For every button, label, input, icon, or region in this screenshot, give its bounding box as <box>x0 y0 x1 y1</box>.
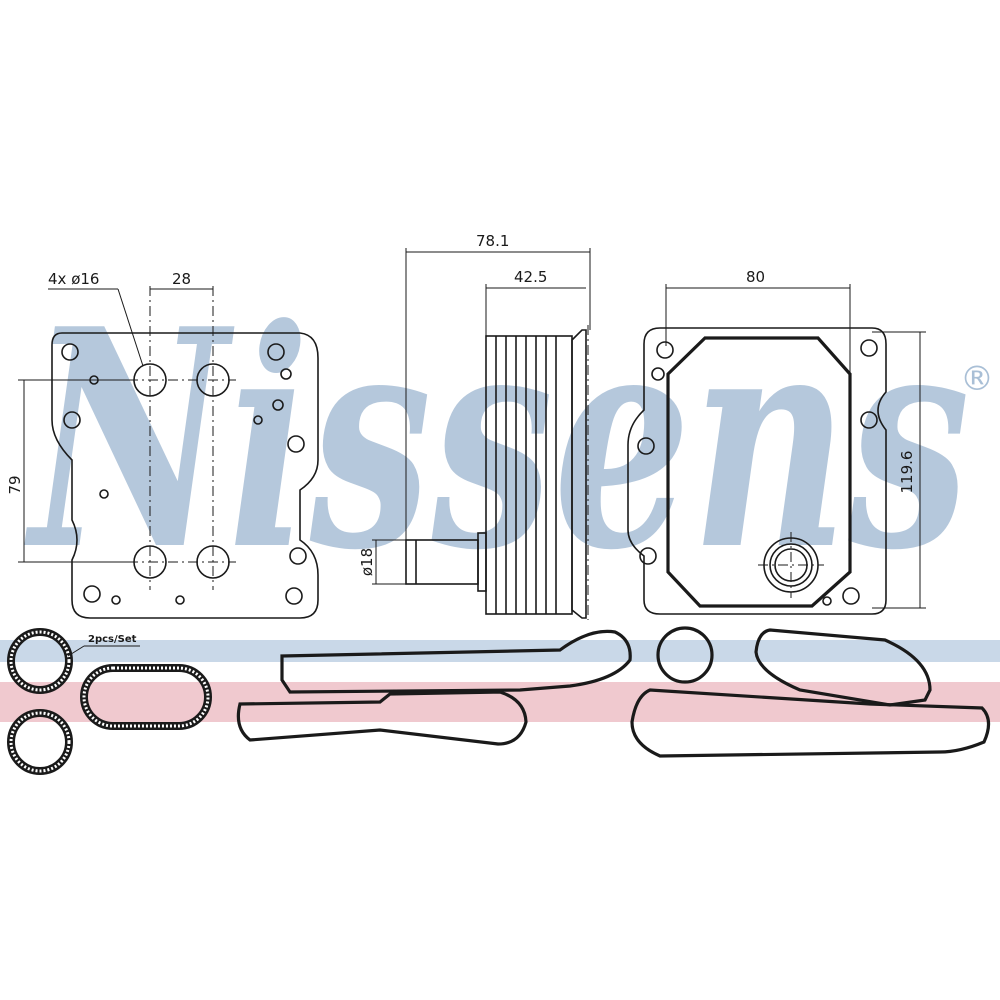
right-bolt-hole <box>651 367 665 381</box>
right-small-hole <box>822 596 832 606</box>
right-bolt-hole <box>860 411 878 429</box>
dim-width-right: 80 <box>746 268 765 286</box>
dim-depth-core: 42.5 <box>514 268 547 286</box>
left-bolt-hole <box>289 547 307 565</box>
o-ring-inner <box>9 711 71 773</box>
right-seal-groove <box>666 336 852 608</box>
right-bolt-hole <box>637 437 655 455</box>
right-bolt-hole <box>639 547 657 565</box>
long-gasket-left <box>280 629 632 694</box>
right-bolt-hole <box>656 341 674 359</box>
ring-gasket <box>656 626 714 684</box>
gasket-set: 2pcs/Set <box>7 626 991 775</box>
long-gasket-right-lower <box>630 688 991 758</box>
dim-pipe-diameter: ø18 <box>358 548 376 576</box>
watermark-registered-mark: ® <box>960 359 994 399</box>
right-plate-outline <box>627 327 887 615</box>
left-bolt-hole <box>267 343 285 361</box>
right-view-top-plate: 80 119.6 <box>627 268 926 615</box>
left-plate-outline <box>51 332 319 619</box>
dim-holes-label: 4x ø16 <box>48 270 99 288</box>
left-small-hole <box>99 489 109 499</box>
gasket-qty-note: 2pcs/Set <box>88 634 137 645</box>
leader-line <box>67 645 85 657</box>
dim-depth-total: 78.1 <box>476 232 509 250</box>
o-ring-inner <box>9 630 71 692</box>
left-view-mounting-plate: 28 4x ø16 79 <box>6 270 319 619</box>
leader-line <box>117 288 144 367</box>
long-gasket-left-lower <box>236 690 528 746</box>
pipe-flange <box>477 532 487 592</box>
dim-height-left: 79 <box>6 475 24 494</box>
left-bolt-hole <box>285 587 303 605</box>
left-small-hole <box>272 399 284 411</box>
left-small-hole <box>253 415 263 425</box>
oval-gasket-inner <box>82 666 210 728</box>
left-bolt-hole <box>61 343 79 361</box>
right-bolt-hole <box>860 339 878 357</box>
long-gasket-right <box>754 628 932 707</box>
dim-height-right: 119.6 <box>898 451 916 494</box>
left-small-hole <box>175 595 185 605</box>
left-bolt-hole <box>63 411 81 429</box>
core-end-plate <box>571 329 587 619</box>
right-bolt-hole <box>842 587 860 605</box>
left-small-hole <box>280 368 292 380</box>
left-bolt-hole <box>287 435 305 453</box>
dim-hole-spacing: 28 <box>172 270 191 288</box>
left-small-hole <box>111 595 121 605</box>
middle-view-side-profile: 78.1 42.5 ø18 <box>358 232 591 620</box>
left-bolt-hole <box>83 585 101 603</box>
